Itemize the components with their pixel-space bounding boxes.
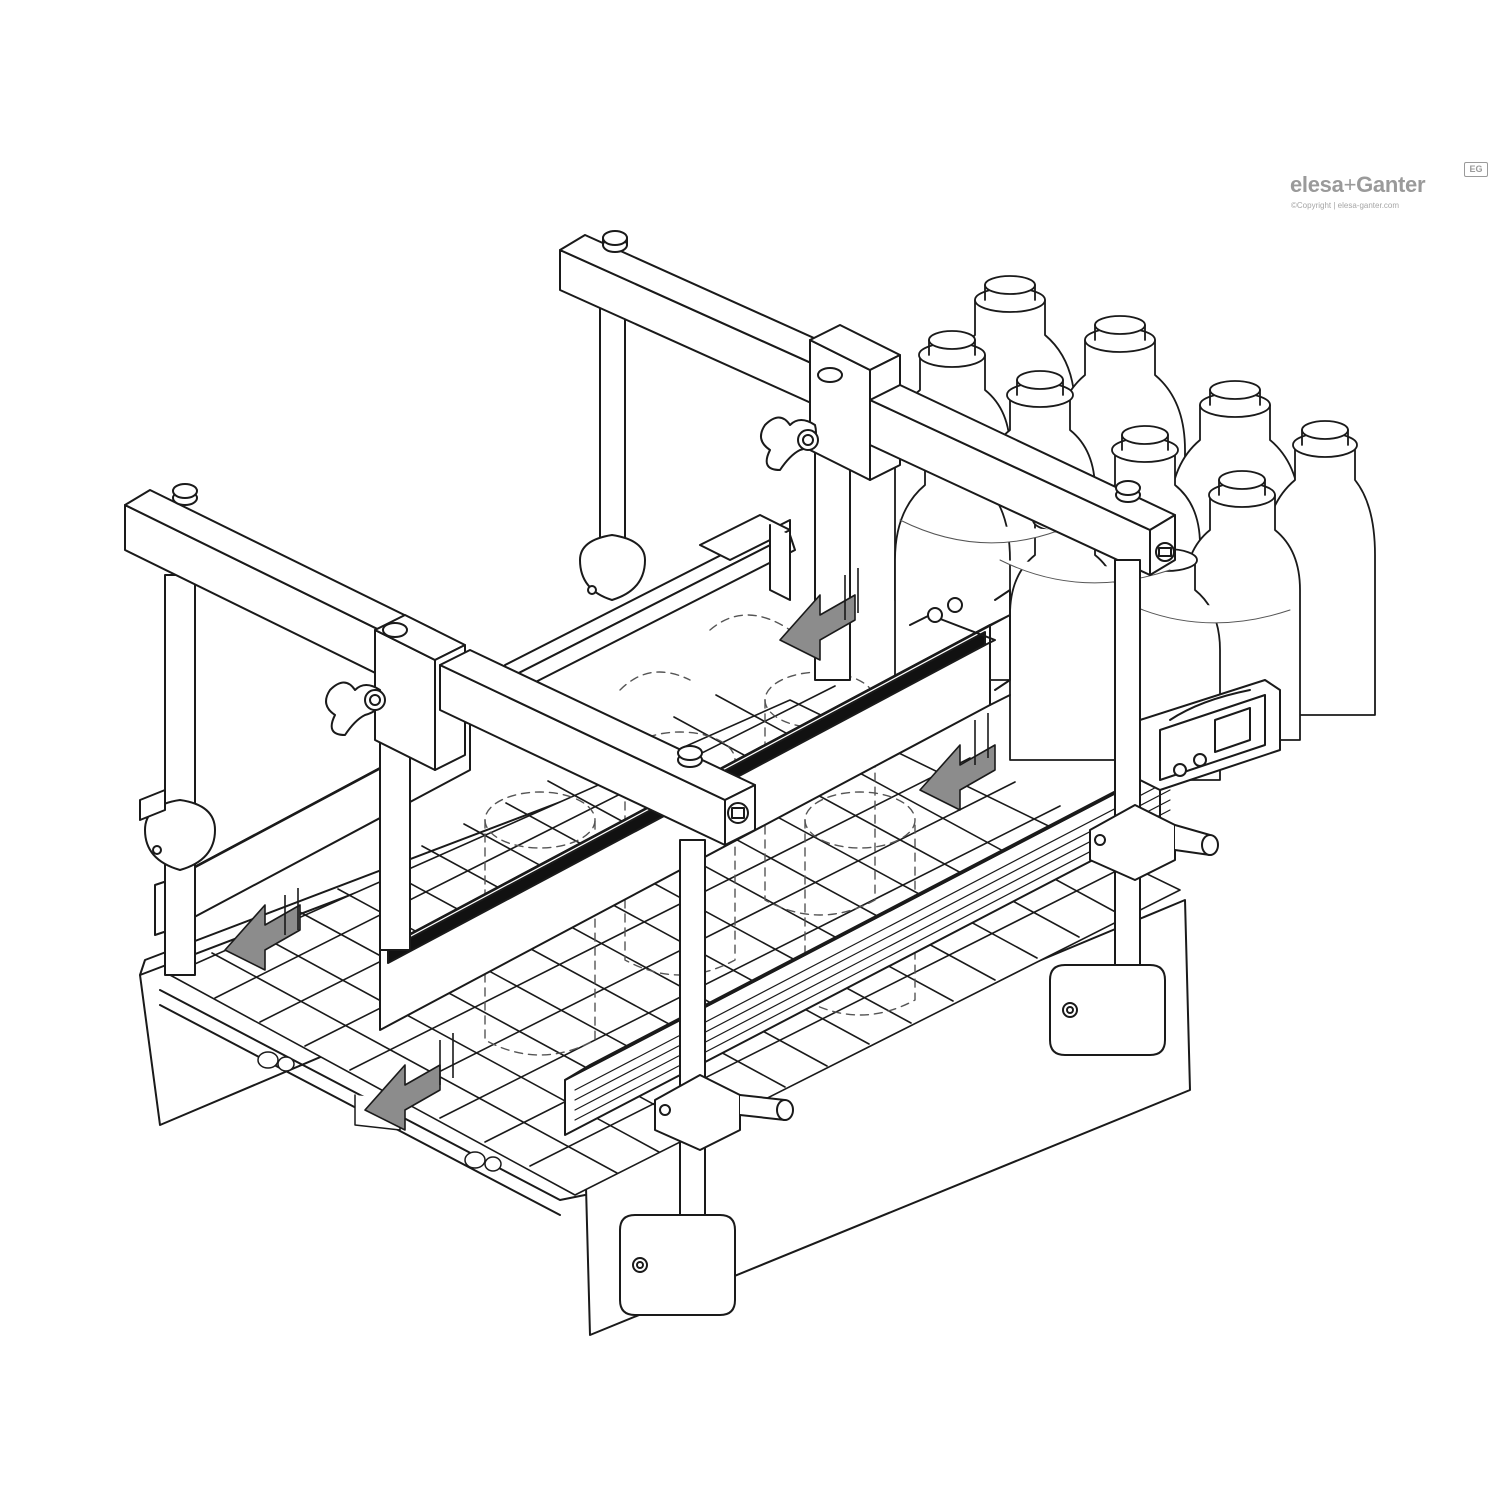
brand-badge: EG	[1464, 162, 1488, 177]
foot-block-right	[1049, 964, 1166, 1056]
brand-left: elesa	[1290, 172, 1344, 197]
front-right-long-rail	[564, 679, 1281, 1136]
foot-block-left	[619, 1214, 736, 1316]
back-star-knob-icon[interactable]	[760, 416, 819, 471]
back-guide-rail	[504, 514, 796, 696]
brand-wordmark: elesa+Ganter	[1290, 172, 1426, 198]
arrow-icon	[919, 713, 996, 811]
back-left-post	[579, 289, 646, 601]
brand-right: Ganter	[1356, 172, 1426, 197]
adjustment-arrows	[224, 568, 996, 1131]
arrow-icon	[364, 1033, 454, 1131]
left-star-knob-icon[interactable]	[325, 681, 386, 736]
left-front-post	[139, 574, 216, 976]
copyright-text: ©Copyright | elesa-ganter.com	[1291, 201, 1400, 210]
brand-logo: elesa+Ganter EG ©Copyright | elesa-gante…	[1282, 160, 1492, 220]
arrow-icon	[224, 888, 301, 971]
front-center-post	[654, 839, 794, 1231]
arrow-icon	[779, 568, 859, 661]
brand-plus: +	[1343, 172, 1357, 197]
right-top-crossbar	[869, 384, 1176, 576]
front-top-crossbar	[439, 649, 756, 846]
